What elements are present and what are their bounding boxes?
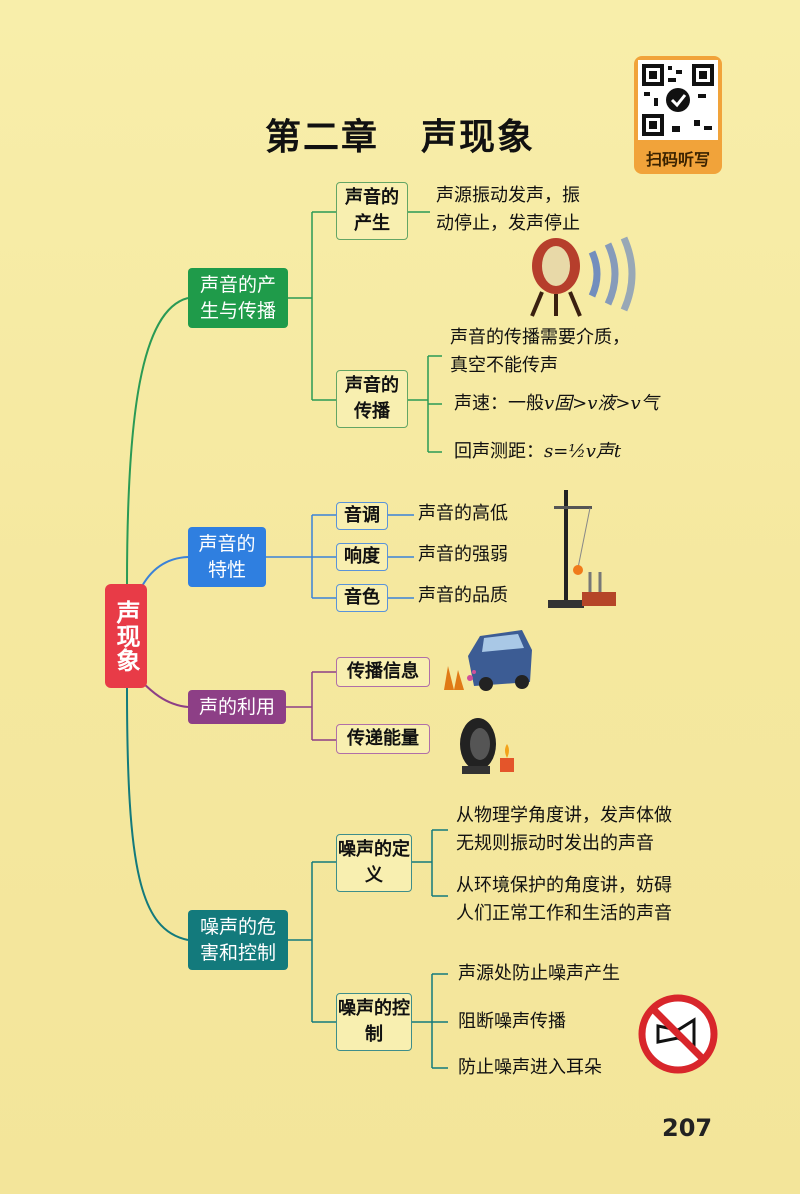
detail-control-at-ear: 防止噪声进入耳朵 bbox=[458, 1057, 602, 1078]
node-transmit-energy: 传递能量 bbox=[336, 724, 430, 754]
node-sound-production: 声音的产生 bbox=[336, 182, 408, 240]
connector-root-to-branch3 bbox=[139, 679, 189, 708]
connector-root-to-branch1 bbox=[126, 297, 189, 585]
chapter-number: 第二章 bbox=[264, 117, 379, 158]
tuning-fork-stand-illustration bbox=[548, 490, 616, 608]
root-node: 声现象 bbox=[105, 584, 147, 688]
connector-branch4 bbox=[288, 861, 336, 1023]
chapter-name: 声现象 bbox=[421, 117, 536, 158]
no-horn-sign-icon bbox=[638, 994, 718, 1074]
detail-control-at-source: 声源处防止噪声产生 bbox=[458, 963, 620, 984]
connector-b2-details bbox=[388, 514, 414, 599]
detail-noise-definition-physics: 从物理学角度讲，发声体做 无规则振动时发出的声音 bbox=[456, 802, 756, 858]
detail-control-block-path: 阻断噪声传播 bbox=[458, 1011, 566, 1032]
node-label: 音色 bbox=[344, 587, 380, 608]
detail-line: 从物理学角度讲，发声体做 bbox=[456, 805, 672, 826]
detail-timbre: 声音的品质 bbox=[418, 585, 508, 606]
speed-order: v固>v液>v气 bbox=[544, 393, 659, 414]
echo-prefix: 回声测距： bbox=[454, 441, 544, 462]
speed-prefix: 声速：一般 bbox=[454, 393, 544, 414]
car-parking-sensor-illustration bbox=[444, 630, 532, 691]
connector-b4-ctrl bbox=[412, 973, 448, 1069]
connector-b4-def bbox=[412, 829, 448, 897]
branch-label: 声的利用 bbox=[198, 696, 275, 718]
node-noise-definition: 噪声的定义 bbox=[336, 834, 412, 892]
chapter-title: 第二章 声现象 bbox=[0, 108, 800, 160]
node-label: 传播信息 bbox=[347, 661, 419, 682]
node-pitch: 音调 bbox=[336, 502, 388, 530]
detail-line: 无规则振动时发出的声音 bbox=[456, 833, 654, 854]
echo-formula: s=½v声t bbox=[544, 441, 622, 462]
node-noise-control: 噪声的控制 bbox=[336, 993, 412, 1051]
connector-branch2 bbox=[266, 514, 336, 599]
branch-label: 声音的产生与传播 bbox=[199, 274, 276, 322]
detail-pitch: 声音的高低 bbox=[418, 503, 508, 524]
branch-label: 声音的特性 bbox=[198, 533, 256, 581]
connector-branch1 bbox=[288, 211, 336, 401]
node-label: 声音的产生 bbox=[345, 187, 399, 234]
qr-code-icon[interactable] bbox=[638, 60, 718, 140]
detail-line: 从环境保护的角度讲，妨碍 bbox=[456, 875, 672, 896]
node-transmit-information: 传播信息 bbox=[336, 657, 430, 687]
branch-label: 噪声的危害和控制 bbox=[199, 916, 276, 964]
speaker-candle-illustration bbox=[460, 718, 514, 774]
detail-line: 声音的传播需要介质， bbox=[450, 327, 630, 348]
detail-line: 真空不能传声 bbox=[450, 355, 558, 376]
node-sound-propagation: 声音的传播 bbox=[336, 370, 408, 428]
detail-line: 动停止，发声停止 bbox=[436, 213, 580, 234]
detail-echo-ranging: 回声测距：s=½v声t bbox=[454, 438, 714, 466]
branch-sound-production-propagation: 声音的产生与传播 bbox=[188, 268, 288, 328]
node-label: 噪声的控制 bbox=[338, 998, 410, 1045]
branch-sound-characteristics: 声音的特性 bbox=[188, 527, 266, 587]
branch-sound-applications: 声的利用 bbox=[188, 690, 286, 724]
node-label: 传递能量 bbox=[347, 728, 419, 749]
drum-sound-wave-illustration bbox=[530, 236, 636, 317]
node-timbre: 音色 bbox=[336, 584, 388, 612]
node-label: 噪声的定义 bbox=[338, 839, 410, 886]
detail-propagation-medium: 声音的传播需要介质， 真空不能传声 bbox=[450, 324, 700, 380]
node-label: 响度 bbox=[344, 546, 380, 567]
detail-noise-definition-environment: 从环境保护的角度讲，妨碍 人们正常工作和生活的声音 bbox=[456, 872, 756, 928]
detail-sound-speed: 声速：一般v固>v液>v气 bbox=[454, 390, 714, 418]
node-label: 音调 bbox=[344, 505, 380, 526]
page-number: 207 bbox=[662, 1114, 713, 1142]
node-loudness: 响度 bbox=[336, 543, 388, 571]
connector-branch3 bbox=[286, 671, 336, 741]
node-label: 声音的传播 bbox=[345, 375, 399, 422]
connector-root-to-branch2 bbox=[139, 556, 189, 591]
connector-b1-propagate bbox=[408, 355, 442, 453]
detail-loudness: 声音的强弱 bbox=[418, 544, 508, 565]
detail-line: 声源振动发声，振 bbox=[436, 185, 580, 206]
detail-sound-production: 声源振动发声，振 动停止，发声停止 bbox=[436, 182, 636, 238]
root-label: 声现象 bbox=[112, 600, 140, 672]
qr-label[interactable]: 扫码听写 bbox=[645, 150, 710, 169]
detail-line: 人们正常工作和生活的声音 bbox=[456, 903, 672, 924]
connector-root-to-branch4 bbox=[126, 687, 189, 941]
branch-noise-harm-control: 噪声的危害和控制 bbox=[188, 910, 288, 970]
